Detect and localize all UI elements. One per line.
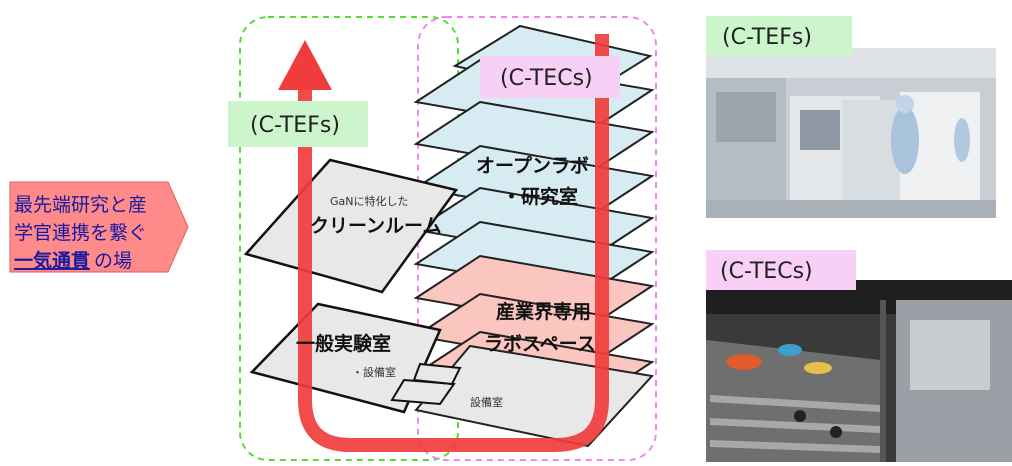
callout-line-3-rest: の場	[94, 250, 132, 272]
tefs-tag-label: (C-TEFs)	[250, 113, 340, 138]
tefs-tag-box	[228, 101, 368, 147]
industry-label-2: ラボスペース	[484, 333, 596, 355]
industry-label-1: 産業界専用	[496, 300, 591, 323]
equipment-label-2: 設備室	[470, 395, 503, 409]
atrium-photo	[706, 280, 1012, 462]
callout-line-3-emph: 一気通貫	[14, 249, 90, 272]
open-lab-label-1: オープンラボ	[476, 154, 589, 177]
gan-small-label: GaNに特化した	[330, 194, 409, 208]
callout-line-2: 学官連携を繋ぐ	[14, 222, 147, 244]
tecs-boundary	[417, 16, 657, 461]
flow-arrow	[278, 34, 609, 452]
left-callout: 最先端研究と産 学官連携を繋ぐ 一気通貫 の場	[9, 181, 189, 273]
photo-tecs-tag-box	[706, 250, 856, 290]
photo-tefs-tag-box	[706, 16, 852, 56]
photo-tecs-tag: (C-TECs)	[720, 259, 813, 284]
cleanroom-photo	[706, 48, 996, 218]
callout-line-1: 最先端研究と産	[14, 194, 147, 216]
photo-tefs-tag: (C-TEFs)	[722, 25, 812, 50]
cleanroom-label: クリーンルーム	[310, 215, 441, 237]
equipment-label-1: ・設備室	[352, 365, 396, 379]
tecs-tag-box	[480, 56, 620, 98]
tecs-tag-label: (C-TECs)	[500, 66, 593, 91]
open-lab-label-2: ・研究室	[502, 185, 578, 208]
general-lab-label: 一般実験室	[296, 332, 391, 355]
